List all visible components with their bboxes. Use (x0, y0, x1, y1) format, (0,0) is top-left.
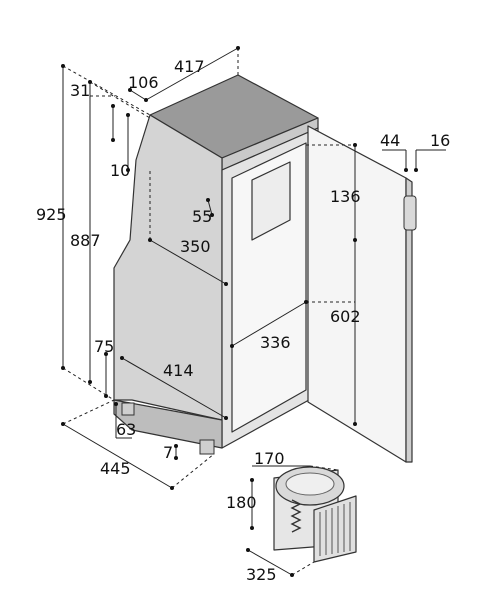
dimension-dots (61, 46, 418, 577)
dimension-lines (62, 47, 446, 576)
label-55: 55 (192, 207, 212, 226)
cabinet-base (113, 399, 223, 449)
label-887: 887 (70, 231, 101, 250)
label-325: 325 (246, 565, 277, 584)
door-handle-icon (403, 195, 417, 231)
refrigerator-door (307, 125, 417, 463)
label-10: 10 (110, 161, 130, 180)
label-414: 414 (163, 361, 194, 380)
label-180: 180 (226, 493, 257, 512)
label-136: 136 (330, 187, 361, 206)
label-445: 445 (100, 459, 131, 478)
compressor-top-inner (285, 472, 335, 496)
cabinet-foot (199, 439, 215, 455)
label-31: 31 (70, 81, 90, 100)
label-350: 350 (180, 237, 211, 256)
label-170: 170 (254, 449, 285, 468)
freezer-box (251, 161, 291, 241)
label-75: 75 (94, 337, 114, 356)
label-63: 63 (116, 420, 136, 439)
label-16: 16 (430, 131, 450, 150)
door-panel (307, 125, 407, 463)
label-336: 336 (260, 333, 291, 352)
dimension-labels: 417 106 31 10 925 887 55 350 136 602 336… (36, 57, 450, 584)
compressor-front-grill (313, 495, 357, 563)
compressor-unit (273, 466, 357, 563)
label-417: 417 (174, 57, 205, 76)
label-7: 7 (163, 443, 173, 462)
compressor-coil (290, 499, 302, 533)
label-106: 106 (128, 73, 159, 92)
label-602: 602 (330, 307, 361, 326)
refrigerator-cabinet (113, 74, 319, 455)
label-925: 925 (36, 205, 67, 224)
label-44: 44 (380, 131, 400, 150)
cabinet-foot (121, 402, 135, 416)
compressor-fins (319, 502, 351, 556)
door-edge (405, 177, 413, 463)
